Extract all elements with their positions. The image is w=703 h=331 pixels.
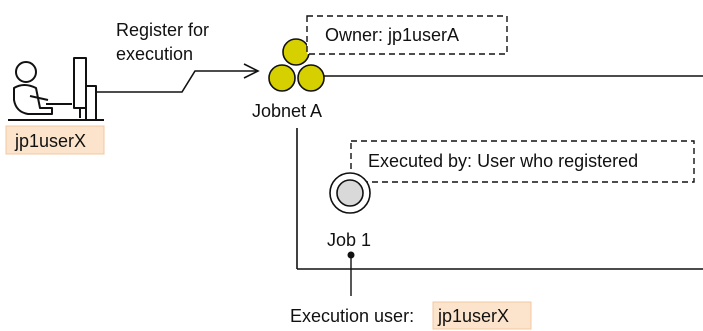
owner-note-box bbox=[306, 15, 508, 55]
jobnet-name-label: Jobnet A bbox=[252, 101, 322, 121]
owner-note-label: Owner: jp1userA bbox=[325, 25, 459, 45]
job-name-label: Job 1 bbox=[327, 230, 371, 250]
execution-user-tag bbox=[432, 301, 532, 330]
execution-user-prefix-label: Execution user: bbox=[290, 306, 414, 326]
three-circles-jobnet-icon bbox=[268, 38, 325, 92]
register-label-line1: Register for bbox=[116, 20, 209, 40]
register-label-line2: execution bbox=[116, 44, 193, 64]
connector-dot bbox=[347, 251, 355, 259]
executed-by-note-label: Executed by: User who registered bbox=[368, 151, 638, 171]
executed-by-note-box bbox=[350, 140, 695, 183]
double-circle-job-icon bbox=[329, 172, 371, 214]
execution-user-value-label: jp1userX bbox=[437, 306, 509, 326]
user-name-label: jp1userX bbox=[14, 131, 86, 151]
user-name-tag bbox=[5, 125, 105, 155]
person-at-computer-icon bbox=[8, 57, 104, 121]
jobnet-frame bbox=[296, 75, 703, 270]
register-arrow bbox=[96, 63, 260, 93]
